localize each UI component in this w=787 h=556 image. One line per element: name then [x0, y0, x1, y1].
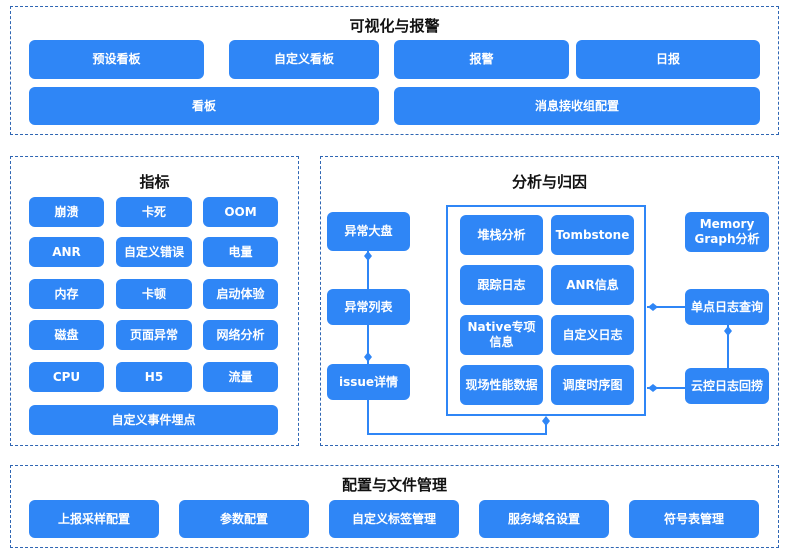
scheduling-timeline-button[interactable]: 调度时序图 [551, 365, 634, 405]
config-file-management-section: 配置与文件管理 [10, 465, 779, 548]
single-log-query-button[interactable]: 单点日志查询 [685, 289, 769, 325]
metric-freeze[interactable]: 卡死 [116, 197, 192, 227]
section-title: 可视化与报警 [349, 17, 440, 35]
service-domain-setting-button[interactable]: 服务域名设置 [479, 500, 609, 538]
onsite-performance-data-button[interactable]: 现场性能数据 [460, 365, 543, 405]
report-sampling-config-button[interactable]: 上报采样配置 [29, 500, 159, 538]
preset-dashboard-button[interactable]: 预设看板 [29, 40, 204, 79]
visualization-alert-section: 可视化与报警 [10, 6, 779, 135]
metric-memory[interactable]: 内存 [29, 279, 104, 309]
native-special-info-button[interactable]: Native专项信息 [460, 315, 543, 355]
analysis-attribution-section: 分析与归因 [320, 156, 779, 446]
metric-anr[interactable]: ANR [29, 237, 104, 267]
custom-tag-management-button[interactable]: 自定义标签管理 [329, 500, 459, 538]
parameter-config-button[interactable]: 参数配置 [179, 500, 309, 538]
metrics-section: 指标 [10, 156, 299, 446]
metric-network[interactable]: 网络分析 [203, 320, 278, 350]
trace-log-button[interactable]: 跟踪日志 [460, 265, 543, 305]
metric-disk[interactable]: 磁盘 [29, 320, 104, 350]
metric-startup[interactable]: 启动体验 [203, 279, 278, 309]
metric-oom[interactable]: OOM [203, 197, 278, 227]
metric-page-exception[interactable]: 页面异常 [116, 320, 192, 350]
custom-event-tracking-button[interactable]: 自定义事件埋点 [29, 405, 278, 435]
cloud-log-retrieval-button[interactable]: 云控日志回捞 [685, 368, 769, 404]
memory-graph-analysis-button[interactable]: Memory Graph分析 [685, 212, 769, 252]
metric-traffic[interactable]: 流量 [203, 362, 278, 392]
section-title: 配置与文件管理 [341, 476, 447, 494]
message-receiver-config-button[interactable]: 消息接收组配置 [394, 87, 760, 125]
metric-crash[interactable]: 崩溃 [29, 197, 104, 227]
metric-jank[interactable]: 卡顿 [116, 279, 192, 309]
metric-h5[interactable]: H5 [116, 362, 192, 392]
issue-detail-button[interactable]: issue详情 [327, 364, 410, 400]
section-title: 分析与归因 [511, 173, 587, 191]
metric-battery[interactable]: 电量 [203, 237, 278, 267]
metric-cpu[interactable]: CPU [29, 362, 104, 392]
custom-dashboard-button[interactable]: 自定义看板 [229, 40, 379, 79]
dashboard-button[interactable]: 看板 [29, 87, 379, 125]
section-title: 指标 [139, 173, 170, 191]
daily-report-button[interactable]: 日报 [576, 40, 760, 79]
alert-button[interactable]: 报警 [394, 40, 569, 79]
exception-list-button[interactable]: 异常列表 [327, 289, 410, 325]
stack-analysis-button[interactable]: 堆栈分析 [460, 215, 543, 255]
exception-overview-button[interactable]: 异常大盘 [327, 212, 410, 251]
metric-custom-error[interactable]: 自定义错误 [116, 237, 192, 267]
custom-log-button[interactable]: 自定义日志 [551, 315, 634, 355]
anr-info-button[interactable]: ANR信息 [551, 265, 634, 305]
symbol-table-management-button[interactable]: 符号表管理 [629, 500, 759, 538]
tombstone-button[interactable]: Tombstone [551, 215, 634, 255]
